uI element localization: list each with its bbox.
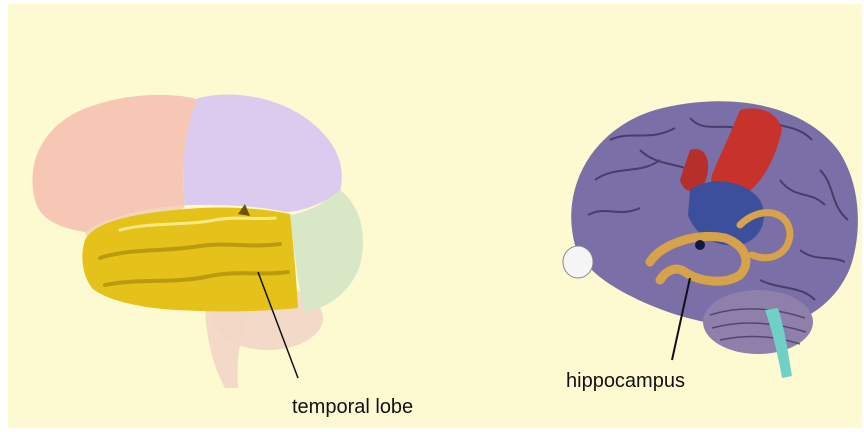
thalamus-dot [695,240,705,250]
olfactory-bulb [563,246,593,278]
hippocampus-label: hippocampus [566,371,685,391]
cerebellum-right [703,290,813,354]
temporal-lobe-label: temporal lobe [292,397,413,417]
